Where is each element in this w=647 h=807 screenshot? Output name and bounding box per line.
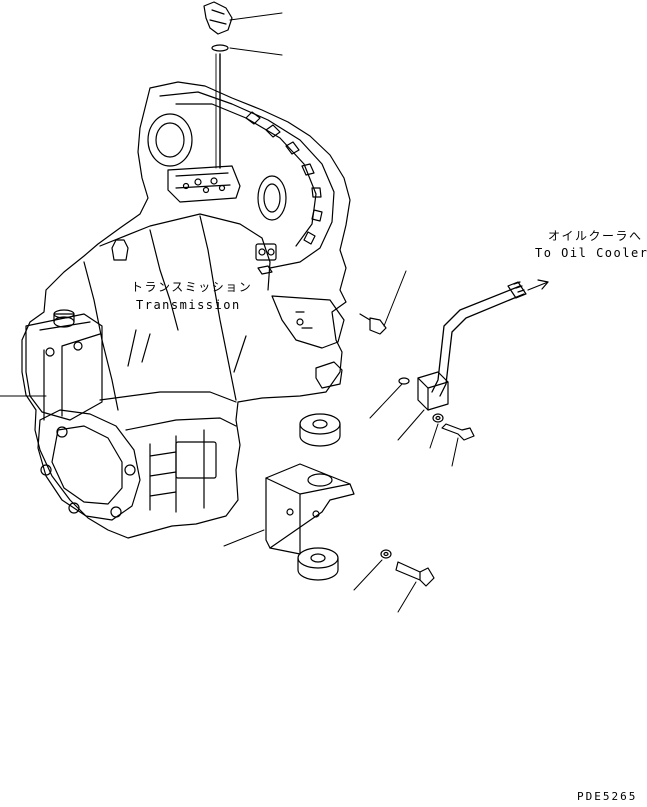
transmission-label-en: Transmission xyxy=(136,298,241,312)
transmission-label-jp: トランスミッション xyxy=(131,280,253,294)
transmission-housing xyxy=(21,81,351,539)
drawing-code: PDE5265 xyxy=(577,790,638,803)
top-fitting xyxy=(203,1,233,169)
small-parts xyxy=(359,313,475,441)
oil-cooler-label-jp: オイルクーラへ xyxy=(548,229,643,243)
oil-cooler-arrow xyxy=(527,279,549,291)
mount-bracket xyxy=(265,413,435,587)
oil-cooler-tube xyxy=(417,281,527,411)
oil-cooler-label-en: To Oil Cooler xyxy=(535,246,647,260)
leader-lines xyxy=(0,12,459,613)
